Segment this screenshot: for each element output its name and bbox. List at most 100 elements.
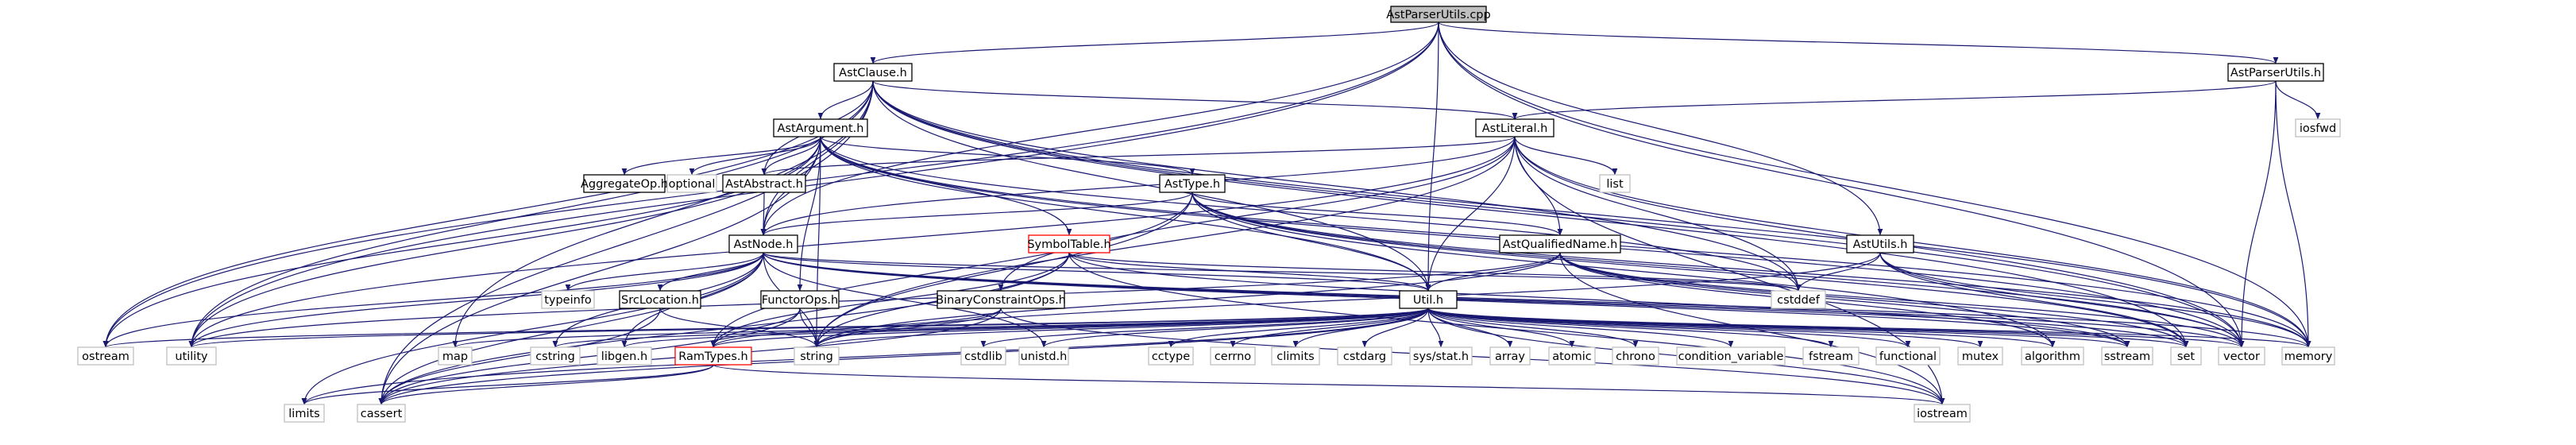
- node-cstdarg-box: [1337, 346, 1392, 366]
- node-arg-box: [773, 118, 868, 137]
- edge-type-to-vector: [1191, 192, 2245, 348]
- node-iosfwd: iosfwd: [2295, 118, 2341, 137]
- node-apu-box: [2227, 63, 2324, 82]
- node-fstream-box: [1802, 346, 1860, 366]
- edge-apu-to-memory: [2275, 80, 2311, 348]
- edge-symtab-to-cstddef: [1068, 252, 1802, 292]
- node-array-box: [1489, 346, 1531, 366]
- edge-util-to-ramtypes: [710, 308, 1429, 348]
- node-iostream: iostream: [1914, 404, 1971, 423]
- edge-apu-to-lit: [1512, 80, 2277, 120]
- edge-node-to-cassert: [378, 252, 764, 405]
- node-mutex-label: mutex: [1962, 350, 1999, 363]
- edge-symtab-to-util: [1068, 252, 1431, 292]
- node-cstring-label: cstring: [535, 350, 575, 363]
- node-srcloc-box: [619, 290, 701, 309]
- node-cerrno: cerrno: [1210, 346, 1256, 366]
- edge-arg-to-util: [820, 136, 1431, 292]
- node-lit[interactable]: AstLiteral.h: [1475, 118, 1554, 137]
- edge-root-to-node: [760, 21, 1439, 236]
- node-type-box: [1159, 174, 1226, 193]
- node-binc[interactable]: BinaryConstraintOps.h: [936, 290, 1066, 309]
- node-apu-label: AstParserUtils.h: [2230, 67, 2321, 79]
- edge-layer: [102, 21, 2321, 405]
- node-type[interactable]: AstType.h: [1159, 174, 1226, 193]
- node-cstddef-box: [1771, 290, 1826, 309]
- node-string-label: string: [800, 350, 833, 363]
- node-limits-label: limits: [288, 408, 319, 420]
- node-sysstat-box: [1409, 346, 1473, 366]
- node-libgen-label: libgen.h: [601, 350, 647, 363]
- edge-ramtypes-to-limits: [301, 364, 714, 405]
- node-iostream-box: [1914, 404, 1971, 423]
- node-vector: vector: [2218, 346, 2265, 366]
- node-functional: functional: [1875, 346, 1941, 366]
- edge-arg-to-type: [820, 136, 1195, 176]
- node-climits-label: climits: [1276, 350, 1314, 363]
- edge-util-to-cerrno: [1230, 308, 1429, 348]
- node-cctype-box: [1148, 346, 1194, 366]
- node-aggop[interactable]: AggregateOp.h: [581, 174, 668, 193]
- node-fstream-label: fstream: [1809, 350, 1853, 363]
- edge-lit-to-util: [1425, 136, 1516, 292]
- edge-functor-to-cassert: [378, 308, 801, 405]
- edge-clause-to-vector: [872, 80, 2245, 348]
- node-arg[interactable]: AstArgument.h: [773, 118, 868, 137]
- node-srcloc[interactable]: SrcLocation.h: [619, 290, 701, 309]
- edge-node-to-typeinfo: [565, 252, 764, 292]
- edge-util-to-condvar: [1427, 308, 1734, 348]
- node-functor[interactable]: FunctorOps.h: [760, 290, 840, 309]
- node-ramtypes[interactable]: RamTypes.h: [674, 346, 752, 366]
- node-qname[interactable]: AstQualifiedName.h: [1499, 234, 1621, 253]
- node-unistd: unistd.h: [1018, 346, 1069, 366]
- node-map: map: [438, 346, 473, 366]
- node-iostream-label: iostream: [1917, 408, 1968, 420]
- edge-symtab-to-ramtypes: [710, 252, 1070, 348]
- node-utility-label: utility: [175, 350, 208, 363]
- edge-lit-to-node: [760, 136, 1516, 236]
- node-sysstat: sys/stat.h: [1409, 346, 1473, 366]
- edge-qname-to-utility: [188, 252, 1561, 348]
- edge-qname-to-set: [1559, 252, 2189, 348]
- node-abstract[interactable]: AstAbstract.h: [722, 174, 806, 193]
- node-node[interactable]: AstNode.h: [728, 234, 798, 253]
- node-apu[interactable]: AstParserUtils.h: [2227, 63, 2324, 82]
- node-clause[interactable]: AstClause.h: [833, 63, 913, 82]
- edge-arg-to-optional: [689, 136, 821, 176]
- node-root[interactable]: AstParserUtils.cpp: [1386, 6, 1491, 23]
- node-algorithm: algorithm: [2021, 346, 2084, 366]
- edge-qname-to-util: [1425, 252, 1561, 292]
- edge-clause-to-lit: [872, 80, 1518, 120]
- node-utility: utility: [166, 346, 217, 366]
- edge-util-to-functional: [1427, 308, 1911, 348]
- edge-util-to-atomic: [1427, 308, 1575, 348]
- node-util[interactable]: Util.h: [1399, 290, 1458, 309]
- node-condvar: condition_variable: [1676, 346, 1786, 366]
- node-cstddef: cstddef: [1771, 290, 1826, 309]
- node-chrono: chrono: [1612, 346, 1659, 366]
- edge-ramtypes-to-cassert: [378, 364, 714, 405]
- node-vector-box: [2218, 346, 2265, 366]
- edge-apu-to-iosfwd: [2275, 80, 2321, 120]
- node-cstddef-label: cstddef: [1777, 294, 1821, 307]
- node-clause-box: [833, 63, 913, 82]
- edge-lit-to-abstract: [761, 136, 1516, 176]
- edge-type-to-set: [1191, 192, 2189, 348]
- node-ostream-box: [77, 346, 134, 366]
- node-mutex-box: [1957, 346, 2003, 366]
- node-cstring: cstring: [530, 346, 581, 366]
- node-sstream: sstream: [2101, 346, 2153, 366]
- node-set: set: [2170, 346, 2202, 366]
- node-cstdlib-box: [960, 346, 1006, 366]
- node-symtab[interactable]: SymbolTable.h: [1027, 234, 1111, 253]
- node-node-box: [728, 234, 798, 253]
- node-map-box: [438, 346, 473, 366]
- edge-node-to-unistd: [763, 252, 1047, 348]
- node-optional-label: optional: [669, 178, 716, 191]
- node-unistd-box: [1018, 346, 1069, 366]
- node-optional-box: [666, 174, 717, 193]
- node-limits-box: [284, 404, 325, 423]
- node-qname-label: AstQualifiedName.h: [1503, 238, 1618, 251]
- node-sstream-box: [2101, 346, 2153, 366]
- node-utils[interactable]: AstUtils.h: [1846, 234, 1914, 253]
